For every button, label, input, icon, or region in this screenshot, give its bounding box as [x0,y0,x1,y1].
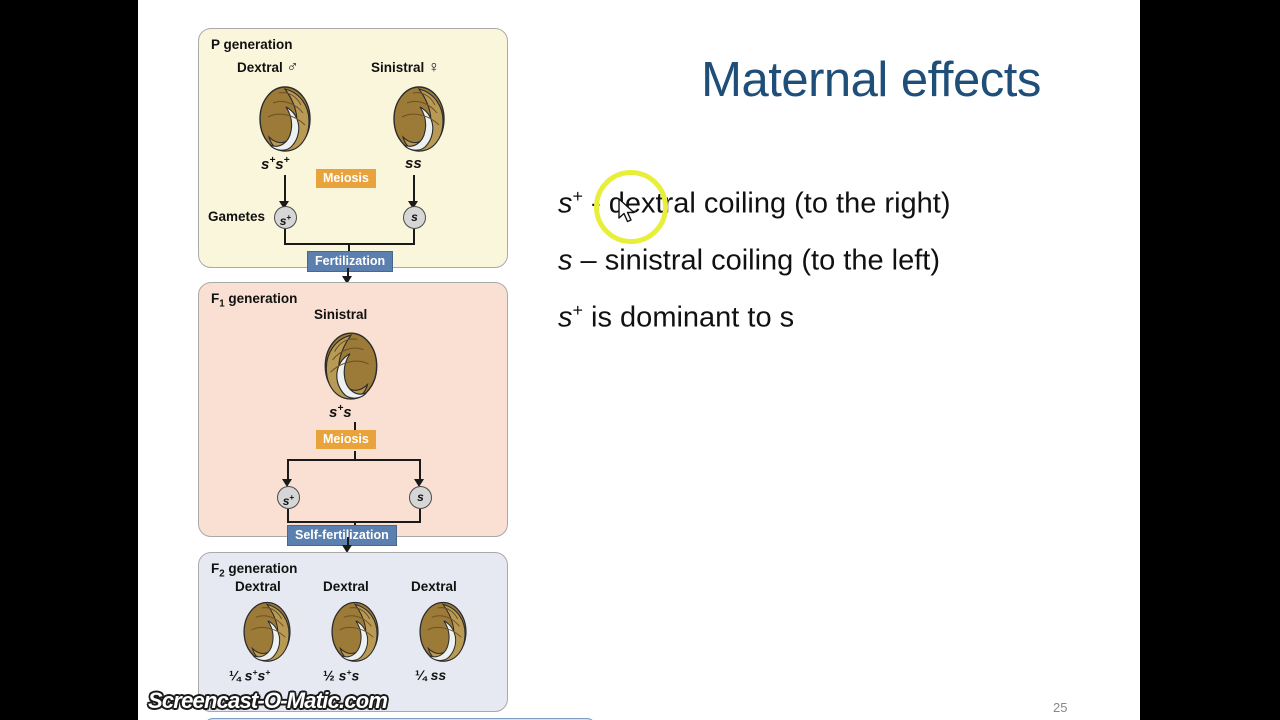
snail-shell-f2-3-icon [419,601,467,662]
presentation-slide: Maternal effects s+ - dextral coiling (t… [138,0,1140,720]
f2-offspring-2-genotype: ½ s+s [323,667,360,684]
snail-shell-dextral-icon [259,86,311,152]
bullet-2-gene: s [558,244,573,277]
self-fertilization-tag: Self-fertilization [287,525,397,547]
snail-coiling-figure: P generation Dextral ♂ Sinistral ♀ [190,28,668,720]
f1-left-gamete: s+ [277,486,300,509]
f1-join-left-stem [287,509,290,523]
p-left-phenotype: Dextral ♂ [237,59,299,76]
bullet-3-text: is dominant to s [583,301,795,334]
p-generation-label: P generation [211,37,293,52]
snail-shell-f2-2-icon [331,601,379,662]
gametes-label: Gametes [208,209,266,224]
fertilization-tag: Fertilization [307,251,394,273]
f1-genotype: s+s [329,403,352,421]
f2-offspring-3-genotype: ¼ ss [415,667,447,683]
f1-to-f2-line [347,537,350,547]
p-right-arrow-line [413,175,416,203]
f2-offspring-1-phenotype: Dextral [235,579,281,594]
p-left-genotype: s+s+ [261,155,290,173]
snail-shell-sinistral-icon [393,86,445,152]
p-join-left-stem [284,229,287,245]
p-right-phenotype: Sinistral ♀ [371,59,441,76]
f1-meiosis-tag: Meiosis [316,430,376,450]
cursor-highlight-ring [594,170,668,244]
p-left-arrow-line [284,175,287,203]
snail-shell-f1-sinistral-icon [324,332,378,400]
f1-to-f2-arrow [342,545,352,553]
bullet-3-gene-sup: + [572,300,584,320]
f2-generation-panel: F2 generation Dextral Dextral Dextral [198,552,508,712]
snail-shell-f2-1-icon [243,601,291,662]
screencast-watermark: Screencast-O-Matic.com [148,688,388,713]
p-join-right-stem [413,229,416,245]
p-to-f1-line [347,268,350,278]
female-symbol-icon: ♀ [428,59,441,76]
p-left-gamete: s+ [274,206,297,229]
p-left-arrow-head [279,201,289,209]
bullet-line-2: s – sinistral coiling (to the left) [558,243,940,278]
f2-offspring-3-phenotype: Dextral [411,579,457,594]
p-right-genotype: ss [405,155,422,172]
p-meiosis-tag: Meiosis [316,169,376,189]
f1-split-left-stem [287,459,290,481]
f1-meiosis-stem [354,422,357,432]
f1-generation-label: F1 generation [211,291,298,310]
p-join-center-stem [348,243,351,253]
page-number: 25 [1053,700,1068,715]
f1-split-right-stem [419,459,422,481]
f1-phenotype: Sinistral [314,307,368,322]
f1-right-gamete: s [409,486,432,509]
p-right-gamete: s [403,206,426,229]
bullet-1-gene-sup: + [572,186,584,206]
f2-offspring-2-phenotype: Dextral [323,579,369,594]
f1-split-crossbar [287,459,421,462]
bullet-2-text: – sinistral coiling (to the left) [572,244,940,277]
f1-join-center-stem [354,521,357,528]
f2-generation-label: F2 generation [211,561,298,580]
letterbox-left [0,0,138,720]
p-generation-panel: P generation Dextral ♂ Sinistral ♀ [198,28,508,273]
f1-split-right-arrow [414,479,424,487]
f1-split-left-arrow [282,479,292,487]
bullet-1-gene: s [558,187,573,220]
f1-split-stem [354,451,357,461]
letterbox-right [1140,0,1280,720]
f1-join-right-stem [419,509,422,523]
slide-title: Maternal effects [701,53,1041,107]
f1-generation-panel: F1 generation Sinistral s+s [198,282,508,547]
arrow-cursor [618,198,635,223]
male-symbol-icon: ♂ [286,59,299,76]
bullet-3-gene: s [558,301,573,334]
f2-offspring-1-genotype: ¼ s+s+ [229,667,271,684]
p-right-arrow-head [408,201,418,209]
p-to-f1-arrow [342,276,352,284]
bullet-line-3: s+ is dominant to s [558,300,794,335]
